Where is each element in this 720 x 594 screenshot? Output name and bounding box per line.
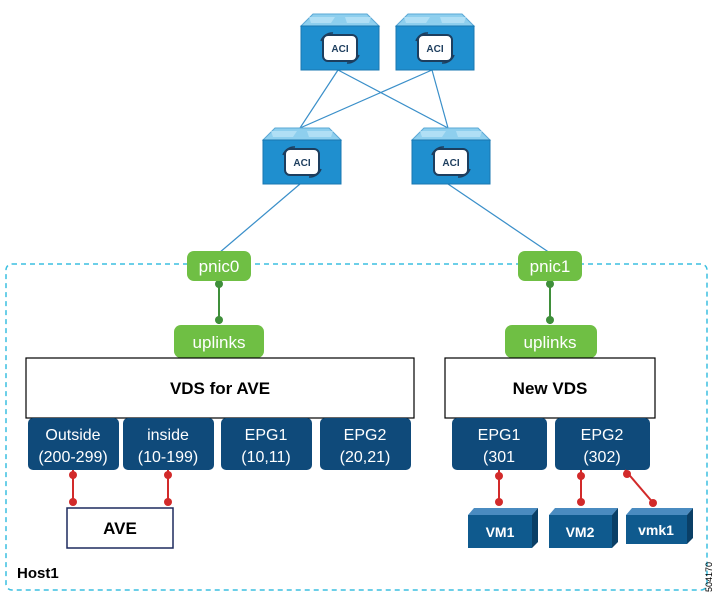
aci-switch-icon [262, 127, 342, 185]
vmk1-label: vmk1 [638, 522, 674, 538]
switch-badge: ACI [442, 158, 459, 169]
ave-label: AVE [103, 519, 137, 538]
port-name: Outside [45, 427, 100, 444]
pnic0: pnic0 [187, 251, 251, 281]
vm2-label: VM2 [566, 524, 595, 540]
new-vds-label: New VDS [513, 379, 588, 398]
port-group-epg2-right: EPG2 (302) [555, 418, 650, 470]
uplinks-left: uplinks [174, 325, 264, 358]
port-group-epg1-left: EPG1 (10,11) [221, 418, 312, 470]
port-group-inside: inside (10-199) [123, 418, 214, 470]
pnic1-label: pnic1 [530, 257, 571, 276]
uplinks-right-label: uplinks [524, 333, 577, 352]
red-connectors [69, 469, 657, 507]
port-name: EPG2 [344, 427, 387, 444]
port-vlan: (20,21) [340, 449, 391, 466]
leaf-switch-2: ACI [411, 127, 491, 185]
port-name: inside [147, 427, 189, 444]
link-spine2-leaf2 [431, 69, 449, 129]
spine-switch-1: ACI [300, 13, 380, 71]
port-name: EPG1 [245, 427, 288, 444]
leaf-switch-1: ACI [262, 127, 342, 185]
fabric-links [218, 69, 551, 254]
aci-switch-icon [411, 127, 491, 185]
uplinks-left-label: uplinks [193, 333, 246, 352]
port-group-epg2-left: EPG2 (20,21) [320, 418, 411, 470]
aci-switch-icon [300, 13, 380, 71]
host-label: Host1 [17, 565, 59, 582]
port-vlan: (10-199) [138, 449, 198, 466]
vm2: VM2 [549, 508, 618, 548]
new-vds: New VDS [444, 357, 656, 419]
spine-switch-2: ACI [395, 13, 475, 71]
port-vlan: (10,11) [241, 449, 291, 466]
switch-badge: ACI [426, 44, 443, 55]
link-leaf2-pnic1 [447, 183, 551, 254]
vmk1: vmk1 [626, 508, 693, 544]
vm1-label: VM1 [486, 524, 515, 540]
switch-badge: ACI [293, 158, 310, 169]
link-leaf1-pnic0 [218, 183, 301, 254]
port-vlan: (301 [483, 449, 515, 466]
port-vlan: (200-299) [38, 449, 107, 466]
aci-switch-icon [395, 13, 475, 71]
port-vlan: (302) [583, 449, 620, 466]
vds-for-ave-label: VDS for AVE [170, 379, 270, 398]
port-name: EPG1 [478, 427, 521, 444]
switch-badge: ACI [331, 44, 348, 55]
port-name: EPG2 [581, 427, 624, 444]
pnic1: pnic1 [518, 251, 582, 281]
pnic0-label: pnic0 [199, 257, 240, 276]
host-boundary [5, 263, 708, 591]
ave-box: AVE [66, 507, 174, 549]
link-spine1-leaf2 [337, 69, 449, 129]
vds-for-ave: VDS for AVE [25, 357, 415, 419]
uplinks-right: uplinks [505, 325, 597, 358]
green-connectors [215, 279, 554, 324]
link-spine2-leaf1 [299, 69, 433, 129]
link-spine1-leaf1 [299, 69, 339, 129]
figure-number: 504170 [704, 562, 714, 592]
vm1: VM1 [468, 508, 538, 548]
port-group-outside: Outside (200-299) [28, 418, 119, 470]
port-group-epg1-right: EPG1 (301 [452, 418, 547, 470]
